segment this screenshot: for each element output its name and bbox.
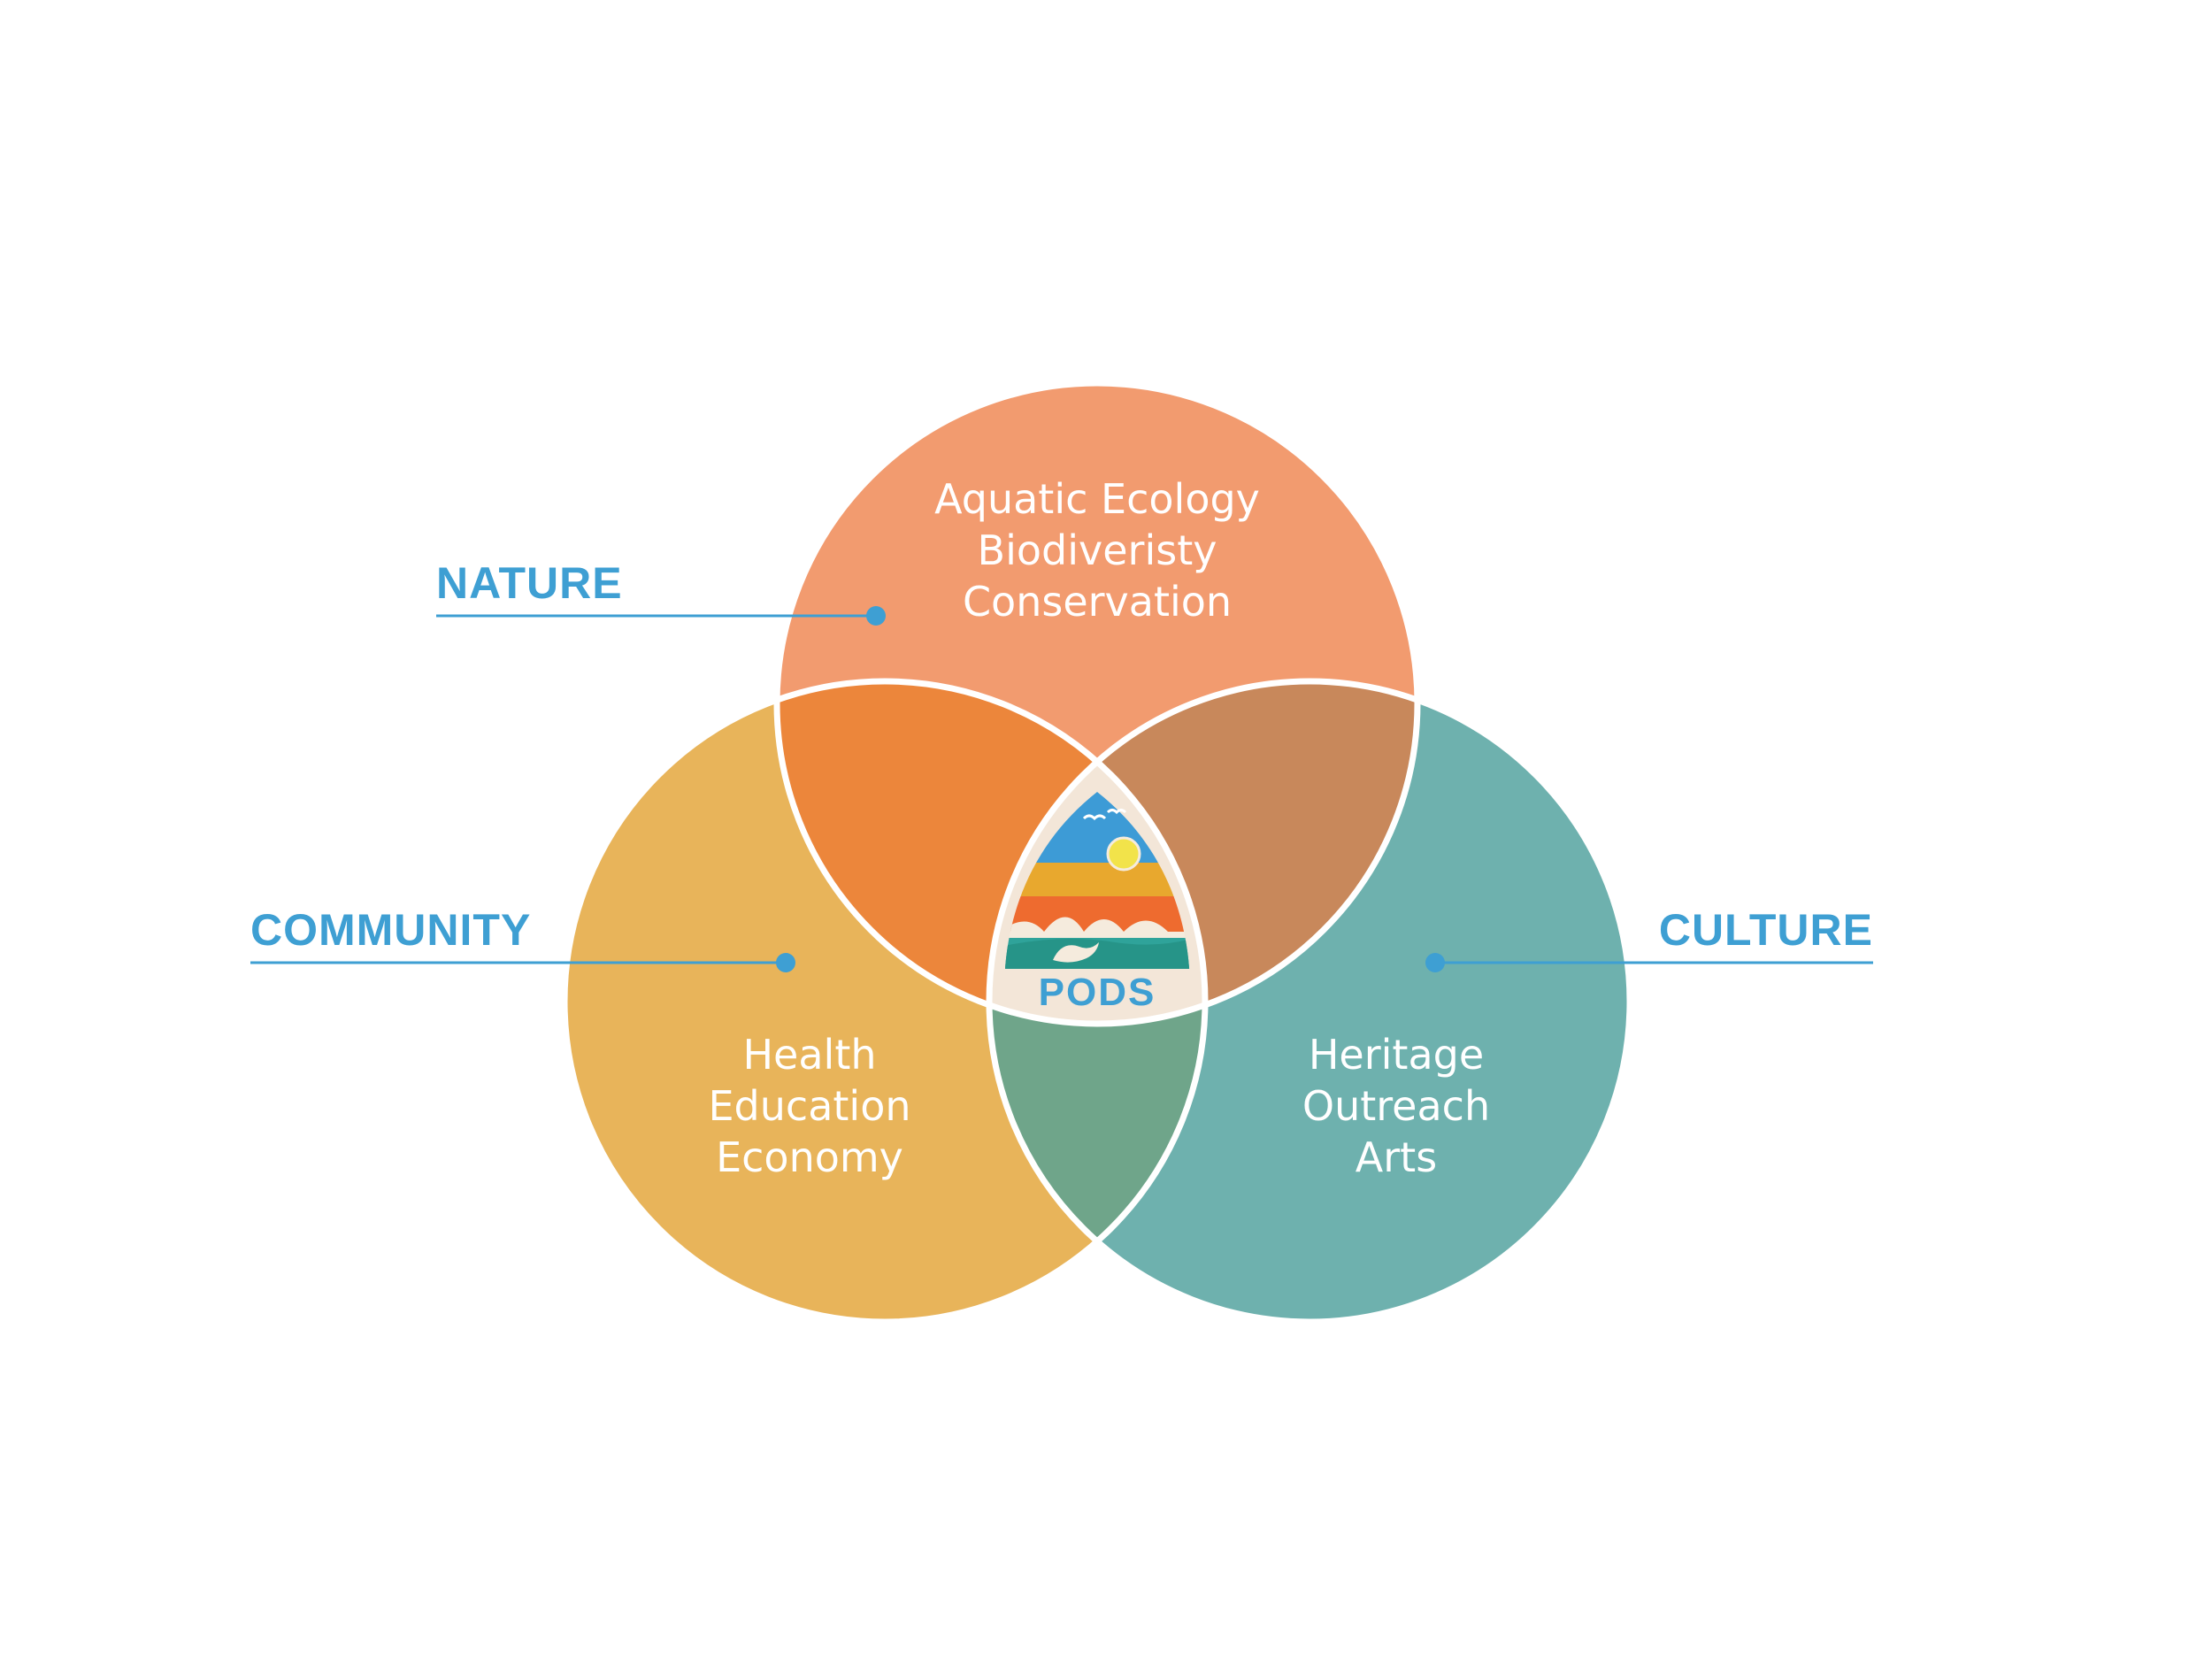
nature-outline <box>773 380 1421 1027</box>
whale-icon <box>1053 942 1099 963</box>
community-item: Education <box>708 1082 910 1130</box>
culture-item: Heritage <box>1309 1031 1484 1079</box>
nature-callout: NATURE <box>436 558 886 626</box>
logo-wave <box>1004 938 1190 969</box>
community-callout: COMMUNITY <box>250 905 795 972</box>
culture-label: CULTURE <box>1659 905 1873 955</box>
nature-label: NATURE <box>436 558 623 608</box>
nature-item: Conservation <box>963 578 1232 626</box>
nature-item: Aquatic Ecology <box>934 475 1260 523</box>
center-label: PODS <box>1039 971 1156 1014</box>
logo-horizon-band <box>1004 863 1190 896</box>
nature-items: Aquatic Ecology Biodiveristy Conservatio… <box>934 475 1260 626</box>
culture-items: Heritage Outreach Arts <box>1302 1031 1490 1181</box>
center-overlap <box>989 681 1205 1024</box>
nature-item: Biodiveristy <box>978 526 1217 574</box>
community-outline <box>561 678 1209 1325</box>
community-leader-dot <box>776 953 795 972</box>
culture-item: Outreach <box>1302 1082 1490 1130</box>
culture-outline <box>986 678 1633 1325</box>
culture-callout: CULTURE <box>1425 905 1873 972</box>
nature-leader-dot <box>866 606 886 626</box>
bird-icon <box>1106 809 1127 815</box>
community-item: Health <box>742 1031 876 1079</box>
logo-sun <box>1106 836 1141 872</box>
culture-item: Arts <box>1356 1133 1437 1181</box>
community-label: COMMUNITY <box>250 905 531 955</box>
bird-icon <box>1082 814 1107 821</box>
culture-leader-dot <box>1425 953 1445 972</box>
community-item: Economy <box>716 1133 903 1181</box>
community-items: Health Education Economy <box>708 1031 910 1181</box>
